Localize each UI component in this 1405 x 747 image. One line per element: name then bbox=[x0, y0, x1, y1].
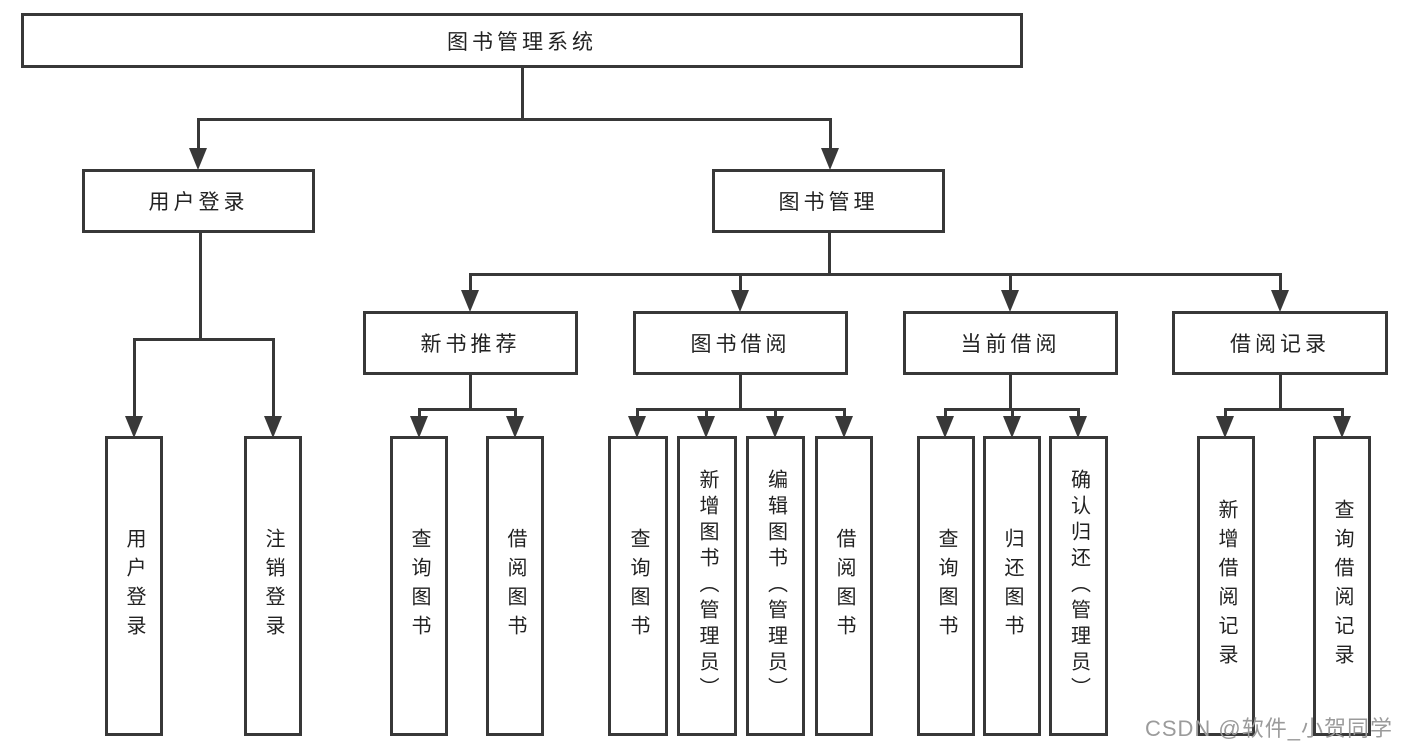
arrow-down-icon bbox=[189, 148, 207, 170]
connector-line bbox=[197, 118, 200, 152]
leaf-bb-edit-books-admin-label: 编辑图书（管理员） bbox=[764, 469, 787, 703]
connector-line bbox=[828, 233, 831, 276]
connector-line bbox=[636, 408, 846, 411]
leaf-cb-confirm-return-admin: 确认归还（管理员） bbox=[1049, 436, 1108, 736]
connector-line bbox=[418, 408, 517, 411]
arrow-down-icon bbox=[125, 416, 143, 438]
leaf-user-login: 用户登录 bbox=[105, 436, 163, 736]
connector-line bbox=[418, 408, 421, 420]
connector-line bbox=[133, 338, 275, 341]
leaf-nbr-borrow-books-label: 借阅图书 bbox=[504, 528, 526, 644]
connector-line bbox=[1279, 375, 1282, 411]
arrow-down-icon bbox=[835, 416, 853, 438]
leaf-user-login-label: 用户登录 bbox=[123, 528, 145, 644]
arrow-down-icon bbox=[936, 416, 954, 438]
connector-line bbox=[774, 408, 777, 420]
connector-line bbox=[1009, 273, 1012, 294]
arrow-down-icon bbox=[1271, 290, 1289, 312]
leaf-bb-edit-books-admin: 编辑图书（管理员） bbox=[746, 436, 805, 736]
connector-line bbox=[469, 273, 1282, 276]
node-new-book-recommend-label: 新书推荐 bbox=[420, 333, 521, 356]
arrow-down-icon bbox=[731, 290, 749, 312]
node-library-system: 图书管理系统 bbox=[21, 13, 1023, 68]
node-current-borrowing-label: 当前借阅 bbox=[960, 333, 1061, 356]
arrow-down-icon bbox=[410, 416, 428, 438]
arrow-down-icon bbox=[766, 416, 784, 438]
connector-line bbox=[521, 66, 524, 121]
node-book-borrowing-label: 图书借阅 bbox=[690, 333, 791, 356]
node-borrow-records: 借阅记录 bbox=[1172, 311, 1388, 375]
connector-line bbox=[272, 338, 275, 420]
leaf-logout-login: 注销登录 bbox=[244, 436, 302, 736]
connector-line bbox=[829, 118, 832, 152]
node-library-system-label: 图书管理系统 bbox=[447, 30, 597, 54]
connector-line bbox=[1279, 273, 1282, 294]
node-user-login: 用户登录 bbox=[82, 169, 315, 233]
leaf-br-query-record: 查询借阅记录 bbox=[1313, 436, 1371, 736]
node-user-login-label: 用户登录 bbox=[148, 191, 249, 214]
leaf-nbr-query-books-label: 查询图书 bbox=[408, 528, 430, 644]
node-book-borrowing: 图书借阅 bbox=[633, 311, 848, 375]
arrow-down-icon bbox=[628, 416, 646, 438]
leaf-bb-borrow-books-label: 借阅图书 bbox=[833, 528, 855, 644]
arrow-down-icon bbox=[1003, 416, 1021, 438]
connector-line bbox=[469, 273, 472, 294]
leaf-br-query-record-label: 查询借阅记录 bbox=[1331, 499, 1353, 673]
connector-line bbox=[636, 408, 639, 420]
leaf-bb-borrow-books: 借阅图书 bbox=[815, 436, 873, 736]
connector-line bbox=[705, 408, 708, 420]
arrow-down-icon bbox=[1069, 416, 1087, 438]
node-new-book-recommend: 新书推荐 bbox=[363, 311, 578, 375]
arrow-down-icon bbox=[1216, 416, 1234, 438]
leaf-br-add-record: 新增借阅记录 bbox=[1197, 436, 1255, 736]
connector-line bbox=[944, 408, 947, 420]
leaf-cb-return-books-label: 归还图书 bbox=[1001, 528, 1023, 644]
connector-line bbox=[133, 338, 136, 420]
arrow-down-icon bbox=[697, 416, 715, 438]
connector-line bbox=[199, 233, 202, 341]
leaf-bb-query-books: 查询图书 bbox=[608, 436, 668, 736]
connector-line bbox=[469, 375, 472, 411]
leaf-bb-add-books-admin-label: 新增图书（管理员） bbox=[696, 469, 718, 703]
node-current-borrowing: 当前借阅 bbox=[903, 311, 1118, 375]
watermark-text: CSDN @软件_小贺同学 bbox=[1144, 716, 1393, 741]
arrow-down-icon bbox=[1001, 290, 1019, 312]
connector-line bbox=[514, 408, 517, 420]
arrow-down-icon bbox=[264, 416, 282, 438]
arrow-down-icon bbox=[506, 416, 524, 438]
node-book-management-label: 图书管理 bbox=[778, 191, 879, 214]
connector-line bbox=[1341, 408, 1344, 420]
leaf-br-add-record-label: 新增借阅记录 bbox=[1215, 499, 1237, 673]
leaf-cb-confirm-return-admin-label: 确认归还（管理员） bbox=[1067, 469, 1090, 703]
leaf-cb-query-books-label: 查询图书 bbox=[935, 528, 957, 644]
leaf-bb-add-books-admin: 新增图书（管理员） bbox=[677, 436, 737, 736]
leaf-nbr-query-books: 查询图书 bbox=[390, 436, 448, 736]
connector-line bbox=[739, 375, 742, 411]
connector-line bbox=[843, 408, 846, 420]
arrow-down-icon bbox=[1333, 416, 1351, 438]
connector-line bbox=[1224, 408, 1227, 420]
connector-line bbox=[1224, 408, 1344, 411]
connector-line bbox=[1011, 408, 1014, 420]
connector-line bbox=[1077, 408, 1080, 420]
arrow-down-icon bbox=[821, 148, 839, 170]
leaf-nbr-borrow-books: 借阅图书 bbox=[486, 436, 544, 736]
leaf-cb-return-books: 归还图书 bbox=[983, 436, 1041, 736]
leaf-bb-query-books-label: 查询图书 bbox=[627, 528, 649, 644]
node-book-management: 图书管理 bbox=[712, 169, 945, 233]
arrow-down-icon bbox=[461, 290, 479, 312]
node-borrow-records-label: 借阅记录 bbox=[1230, 333, 1330, 356]
connector-line bbox=[197, 118, 831, 121]
leaf-cb-query-books: 查询图书 bbox=[917, 436, 975, 736]
connector-line bbox=[1009, 375, 1012, 411]
connector-line bbox=[739, 273, 742, 294]
leaf-logout-login-label: 注销登录 bbox=[262, 528, 284, 644]
